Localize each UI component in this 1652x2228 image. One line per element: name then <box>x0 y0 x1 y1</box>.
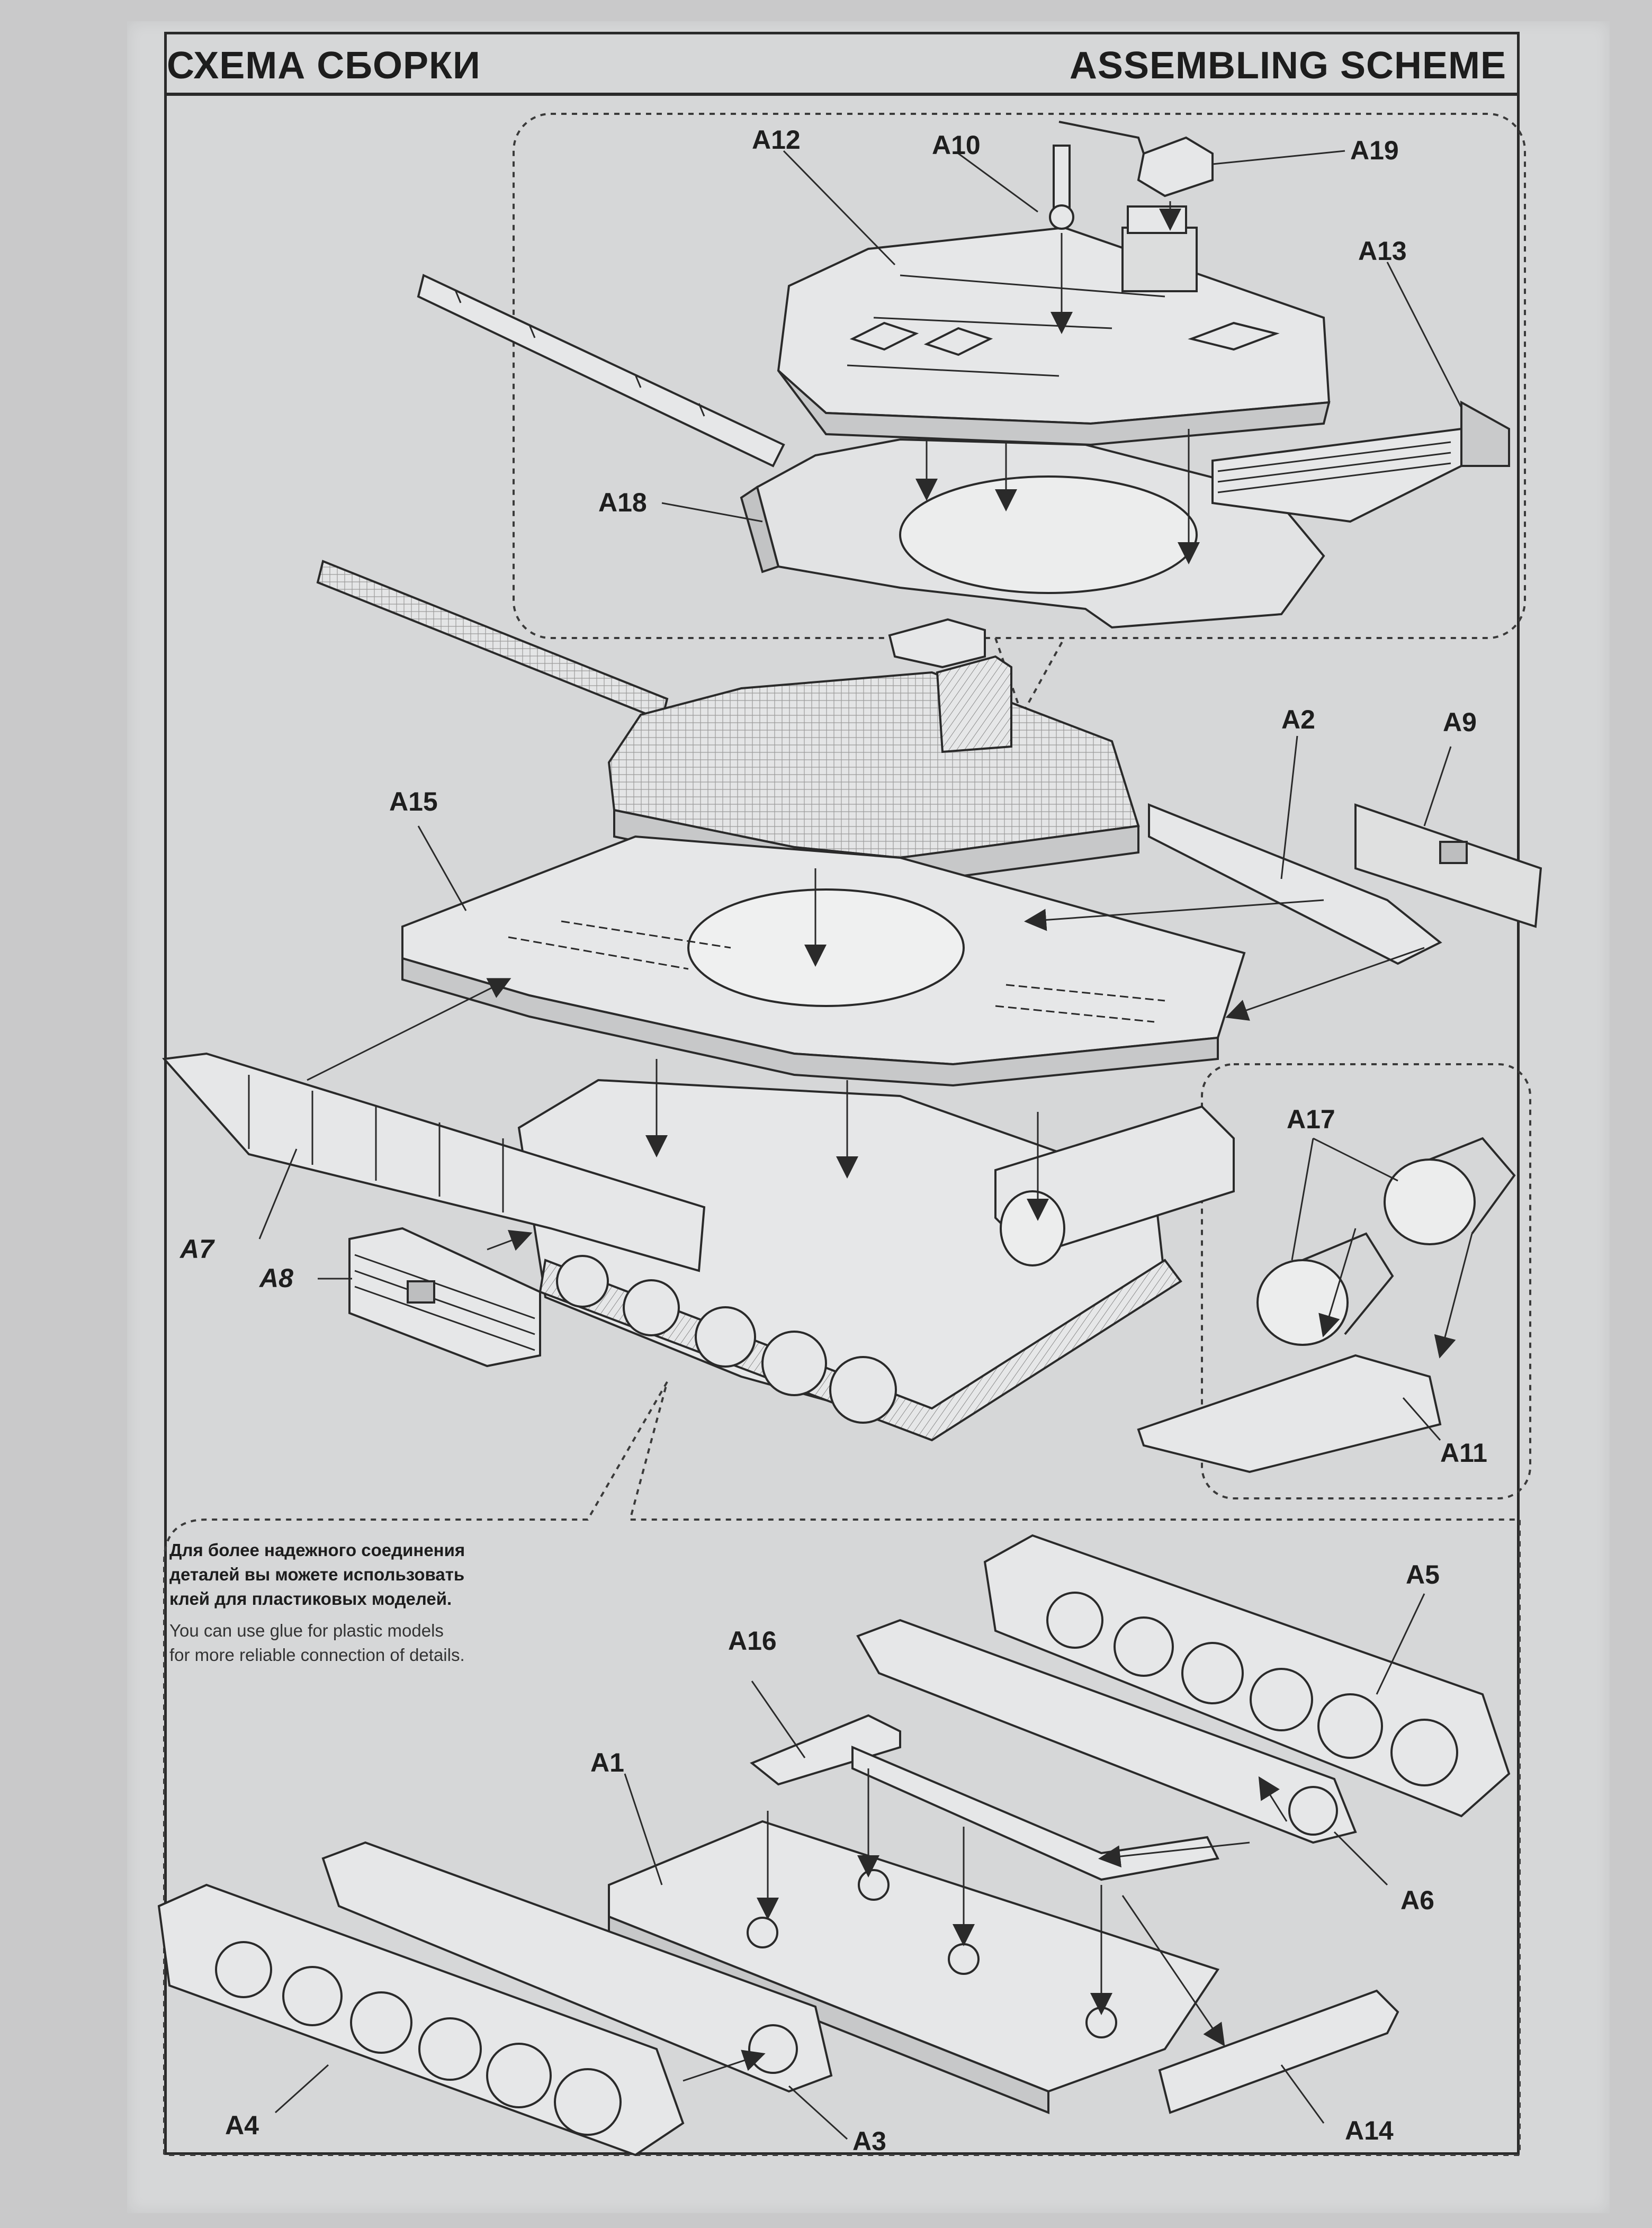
title-russian: СХЕМА СБОРКИ <box>167 44 481 87</box>
label-a2: A2 <box>1281 705 1315 734</box>
label-a11: A11 <box>1440 1438 1487 1468</box>
glue-note-russian: Для более надежного соединения деталей в… <box>169 1540 465 1609</box>
label-a18: A18 <box>598 488 647 517</box>
hull-top-a15 <box>401 835 1246 1087</box>
glue-note-english: You can use glue for plastic models for … <box>169 1621 465 1665</box>
title-english: ASSEMBLING SCHEME <box>1069 44 1506 87</box>
chassis-detail-box <box>163 1381 1521 2156</box>
main-gun-upper <box>417 274 785 468</box>
label-a3: A3 <box>852 2126 886 2156</box>
page-frame <box>164 32 1520 2155</box>
right-track-a5 <box>983 1534 1511 1818</box>
turret-top-a12 <box>777 205 1331 446</box>
label-a6: A6 <box>1400 1885 1434 1915</box>
label-a4: A4 <box>225 2110 259 2140</box>
label-a14: A14 <box>1345 2116 1394 2145</box>
header-bar: СХЕМА СБОРКИ ASSEMBLING SCHEME <box>167 34 1517 96</box>
label-a1: A1 <box>590 1748 624 1777</box>
side-armor-a13 <box>1211 400 1510 523</box>
label-a15: A15 <box>389 787 438 816</box>
chassis-arrows <box>683 1768 1288 2082</box>
hull-floor-a1 <box>608 1820 1220 2114</box>
right-hull-side-a6 <box>856 1619 1357 1844</box>
turret-base-a18 <box>740 438 1325 629</box>
label-a10: A10 <box>932 130 981 160</box>
label-a8: A8 <box>259 1263 293 1293</box>
label-a13: A13 <box>1358 236 1407 266</box>
assembled-turret <box>316 560 1140 886</box>
label-a17: A17 <box>1287 1104 1335 1134</box>
left-track-a4 <box>157 1883 685 2157</box>
rear-panels-a2-a9 <box>1148 803 1542 965</box>
turret-callout-pointer <box>994 637 1065 717</box>
drum-rack-a11 <box>1137 1354 1442 1474</box>
side-skirt-a7 <box>161 1052 706 1272</box>
fuel-drums-a17 <box>994 1105 1516 1346</box>
hull-arrows <box>307 868 1473 1359</box>
label-a12: A12 <box>752 125 801 155</box>
label-a9: A9 <box>1443 707 1477 737</box>
turret-arrows <box>915 201 1200 564</box>
front-plate-a8 <box>348 1227 541 1368</box>
glue-note: Для более надежного соединения деталей в… <box>169 1538 466 1667</box>
label-a7: A7 <box>180 1234 214 1264</box>
label-a16: A16 <box>728 1626 777 1656</box>
turret-detail-box <box>513 113 1526 639</box>
label-a5: A5 <box>1406 1560 1440 1589</box>
lower-hull-wheels <box>517 1079 1182 1442</box>
label-leader-lines <box>258 150 1462 2140</box>
rear-plate-a14 <box>1158 1989 1399 2114</box>
label-a19: A19 <box>1350 136 1399 165</box>
fuel-drum-detail-box <box>1201 1063 1531 1499</box>
cupola-parts-a10-a19 <box>1049 121 1214 230</box>
